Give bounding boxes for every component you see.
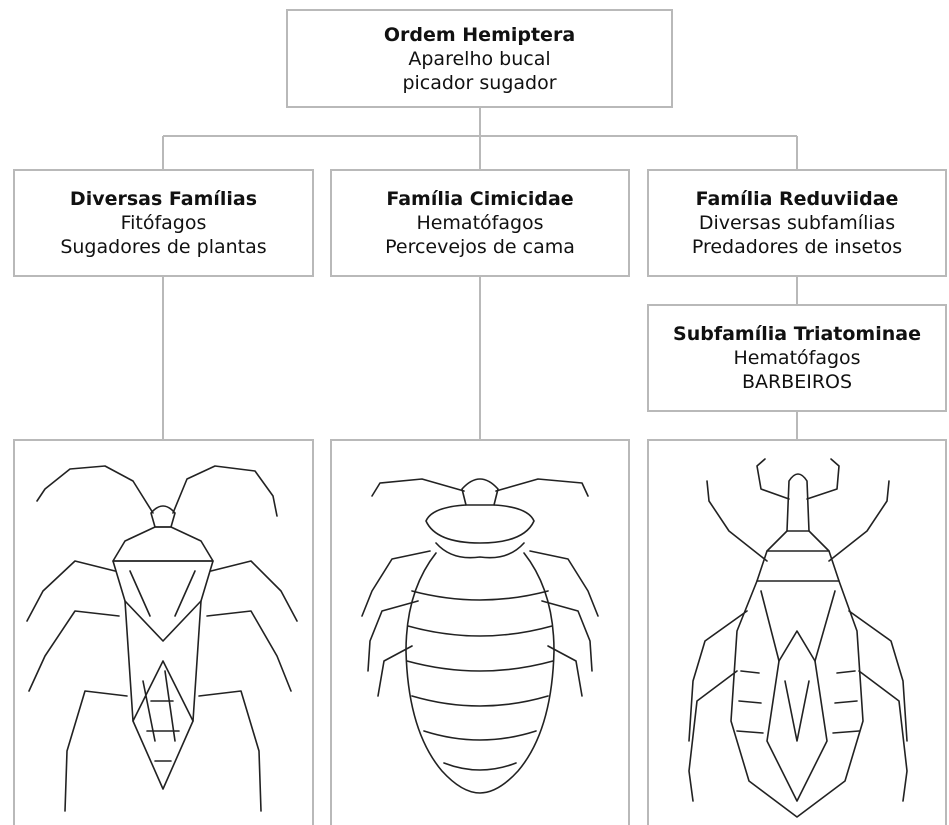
subfamily-title: Subfamília Triatominae: [673, 322, 921, 346]
leaf-footed-bug-drawing: [15, 441, 312, 825]
root-line2: picador sugador: [402, 71, 556, 95]
panel-kissing-bug: [647, 439, 947, 825]
branch-title: Diversas Famílias: [70, 187, 257, 211]
subfamily-node-triatominae: Subfamília Triatominae Hematófagos BARBE…: [647, 304, 947, 412]
branch-node-diversas-familias: Diversas Famílias Fitófagos Sugadores de…: [13, 169, 314, 277]
branch-node-familia-reduviidae: Família Reduviidae Diversas subfamílias …: [647, 169, 947, 277]
subfamily-line2: BARBEIROS: [742, 370, 852, 394]
branch-node-familia-cimicidae: Família Cimicidae Hematófagos Percevejos…: [330, 169, 630, 277]
branch-line2: Percevejos de cama: [385, 235, 575, 259]
branch-line2: Predadores de insetos: [692, 235, 902, 259]
panel-bed-bug: [330, 439, 630, 825]
branch-title: Família Reduviidae: [696, 187, 899, 211]
root-node-ordem-hemiptera: Ordem Hemiptera Aparelho bucal picador s…: [286, 9, 673, 108]
kissing-bug-drawing: [649, 441, 945, 825]
panel-leaf-footed-bug: [13, 439, 314, 825]
branch-line1: Hematófagos: [416, 211, 543, 235]
branch-line2: Sugadores de plantas: [60, 235, 266, 259]
subfamily-line1: Hematófagos: [733, 346, 860, 370]
branch-title: Família Cimicidae: [386, 187, 573, 211]
bed-bug-drawing: [332, 441, 628, 825]
root-title: Ordem Hemiptera: [384, 23, 575, 47]
root-line1: Aparelho bucal: [408, 47, 550, 71]
branch-line1: Fitófagos: [121, 211, 207, 235]
branch-line1: Diversas subfamílias: [699, 211, 895, 235]
